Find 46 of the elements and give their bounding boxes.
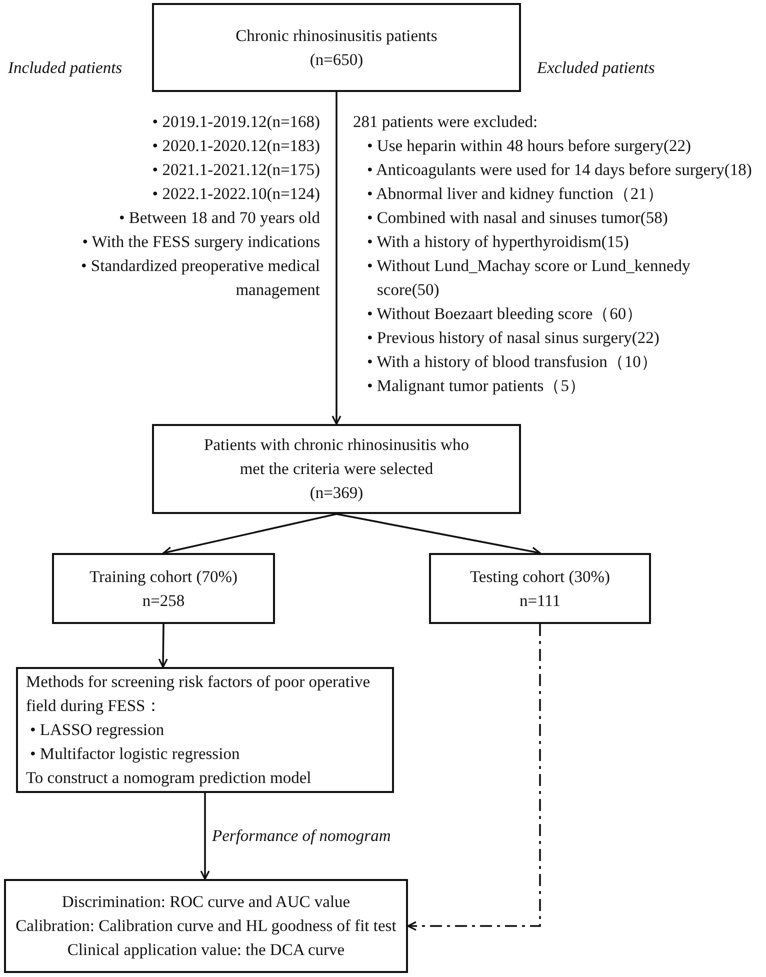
list-item: • Without Boezaart bleeding score（60） [366,303,644,325]
process-box [152,3,521,92]
list-item: • Between 18 and 70 years old [118,207,320,229]
process-box [152,424,521,514]
box-label: Chronic rhinosinusitis patients [236,24,438,46]
arrow [332,92,342,425]
list-item: • 2021.1-2021.12(n=175) [151,159,320,181]
list-item: • 2020.1-2020.12(n=183) [151,135,320,157]
arrow [200,793,210,880]
section-label: Excluded patients [537,57,656,79]
list-item: • With the FESS surgery indications [81,231,320,253]
process-box [52,553,275,624]
box-label: Calibration: Calibration curve and HL goodness of fit test [16,915,396,937]
list-item: • Abnormal liver and kidney function（21） [366,183,665,205]
list-item: • 2019.1-2019.12(n=168) [151,111,320,133]
dash-dot-arrow [407,624,541,931]
box-label: Clinical application value: the DCA curve [67,939,345,961]
list-item: • Previous history of nasal sinus surgery(22) [366,327,660,349]
process-box [429,553,651,624]
list-item: • With a history of hyperthyroidism(15) [366,231,630,253]
section-label: Included patients [8,57,124,79]
list-item: • Use heparin within 48 hours before surgery(22) [366,135,692,157]
list-item: • Standardized preoperative medical management [80,255,320,301]
box-label: (n=369) [310,482,364,504]
list-item: • With a history of blood transfusion（10） [366,351,659,373]
box-label: (n=650) [310,48,364,70]
box-label: Discrimination: ROC curve and AUC value [62,891,350,913]
list-item: • Combined with nasal and sinuses tumor(58) [366,207,669,229]
box-label: Patients with chronic rhinosinusitis who met the criteria were selected [203,434,470,480]
box-label: To construct a nomogram prediction model [26,767,312,789]
list-heading: 281 patients were excluded: [353,111,539,133]
list-item: • Multifactor logistic regression [29,743,241,765]
box-label: Methods for screening risk factors of poor operative field during FESS： [26,671,372,717]
list-item: • Without Lund_Machay score or Lund_kennedy score(50) [366,255,692,301]
box-label: Training cohort (70%) [90,566,238,588]
box-label: n=111 [519,590,561,612]
process-box [16,667,394,793]
box-label: n=258 [142,590,185,612]
list-item: • Anticoagulants were used for 14 days before surgery(18) [366,159,753,181]
arrow [158,624,168,668]
box-label: Testing cohort (30%) [470,566,610,588]
list-item: • LASSO regression [29,719,166,741]
arrow [162,513,337,556]
list-item: • 2022.1-2022.10(n=124) [151,183,320,205]
process-box [4,879,408,973]
list-item: • Malignant tumor patients（5） [366,375,587,397]
